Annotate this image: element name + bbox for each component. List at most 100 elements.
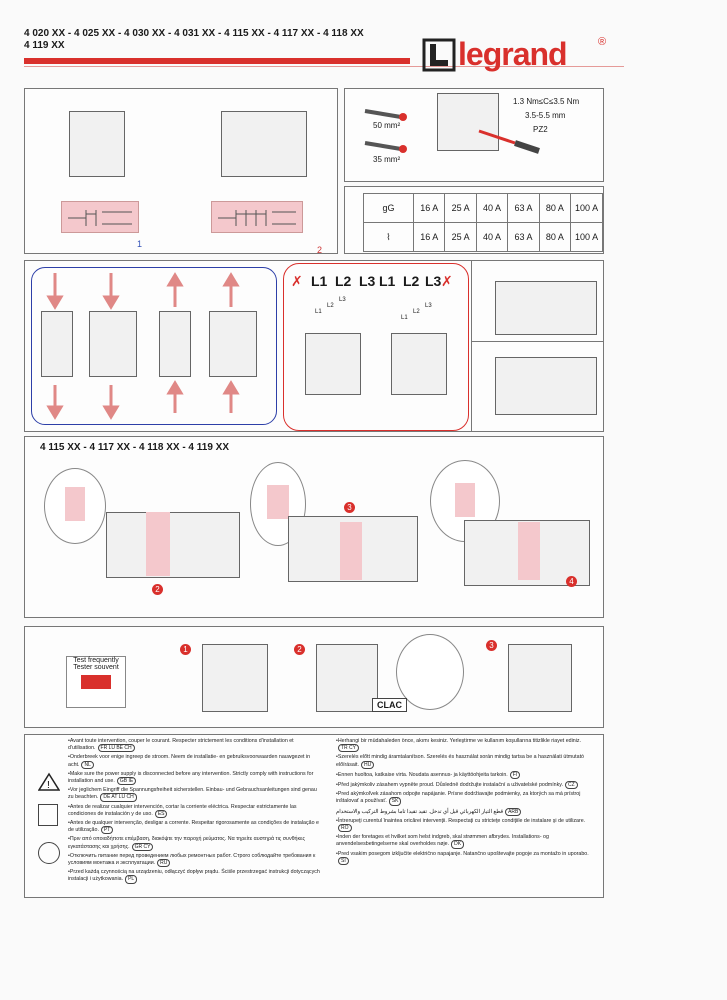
red-header-bar <box>24 58 410 64</box>
warning-text: •Onderbreek voor enige ingreep de stroom… <box>68 754 311 769</box>
highlighted-device <box>146 512 170 576</box>
detail-bubble <box>396 634 464 710</box>
step-badge: 2 <box>294 644 305 655</box>
brand-name: legrand <box>458 36 568 72</box>
tester-line2: Tester souvent <box>73 664 119 671</box>
clac-callout: CLAC <box>372 698 407 712</box>
rating-cell: 80 A <box>538 222 572 252</box>
no-neutral-icon: ✗ <box>441 273 453 289</box>
screw-size: 3.5-5.5 mm <box>525 111 566 120</box>
fuse-label: gG <box>382 203 395 213</box>
wiring-panel: 50 mm² 35 mm² 1.3 Nm≤C≤3.5 Nm 3.5-5.5 mm… <box>344 88 604 182</box>
ratings-row-fuse: gG 16 A 25 A 40 A 63 A 80 A 100 A <box>362 193 603 223</box>
rating-cell: 25 A <box>444 222 477 252</box>
rating-cell: 100 A <box>570 193 603 223</box>
svg-text:!: ! <box>47 780 50 791</box>
warning-text: •Pred vsakim posegom izključite električ… <box>336 850 589 866</box>
feed-direction-panel: ✗ L1 L2 L3 L1 L2 L3 ✗ L1 L2 L3 L1 L2 L3 <box>24 260 604 432</box>
rating-cell: 40 A <box>475 222 509 252</box>
test-label: Test frequently Tester souvent <box>66 656 126 708</box>
busbar-assembly-bottom <box>495 357 597 415</box>
ratings-row-breaker: ⌇ 16 A 25 A 40 A 63 A 80 A 100 A <box>362 222 603 252</box>
warning-text: •Ennen huoltoa, katkaise virta. Noudata … <box>336 770 596 780</box>
warning-text: •Make sure the power supply is disconnec… <box>68 770 314 786</box>
rcd-4pole-bottom-feed <box>209 311 257 377</box>
warning-text: •Pred akýmkoľvek zásahom odpojte napájan… <box>336 791 581 806</box>
warning-text: •Avant toute intervention, couper le cou… <box>68 738 294 753</box>
warning-text: •Întrerupeţi curentul înaintea oricărei … <box>336 817 586 833</box>
rcd-2pole-top-feed <box>41 311 73 377</box>
ratings-table: gG 16 A 25 A 40 A 63 A 80 A 100 A ⌇ 16 A… <box>362 193 603 252</box>
rating-cell: 16 A <box>413 193 446 223</box>
small-phase-label: L2 <box>327 303 334 309</box>
test-circuit-icon <box>218 210 296 226</box>
latch-detail <box>267 485 289 519</box>
test-device-3 <box>508 644 572 712</box>
phase-label-l3: L3 <box>359 273 376 289</box>
phase-label-l2: L2 <box>403 273 420 289</box>
figure-number-1: 1 <box>137 239 143 249</box>
warning-text: •Отключить питание перед проведением люб… <box>68 852 316 868</box>
manual-icon <box>38 804 58 826</box>
product-codes-line2: 4 119 XX <box>24 40 65 51</box>
screw-type: PZ2 <box>533 125 548 134</box>
warning-icon: ! <box>38 772 60 791</box>
wire-section-50: 50 mm² <box>373 121 401 130</box>
phase-label-l1: L1 <box>311 273 328 289</box>
test-diagram-2pole <box>61 201 139 233</box>
rating-cell: 63 A <box>507 193 540 223</box>
rating-cell: 80 A <box>538 193 572 223</box>
divider <box>471 341 603 342</box>
figure-devices-panel: 1 2 <box>24 88 338 255</box>
wire-section-35: 35 mm² <box>373 155 401 164</box>
no-neutral-icon: ✗ <box>291 273 303 289</box>
warning-text: •Před jakýmkoliv zásahem vypněte proud. … <box>336 781 596 790</box>
legrand-logo-icon <box>422 38 456 72</box>
warning-text: •Antes de realizar cualquier intervenció… <box>68 803 297 819</box>
fuse-icon: gG <box>362 193 415 223</box>
wire-icon <box>364 109 407 153</box>
brand-registered: ® <box>598 36 607 48</box>
warnings-right-column: •Herhangi bir müdahaleden önce, akımı ke… <box>336 738 596 867</box>
warning-text: •Szerelés előtt mindig áramtalanítson. S… <box>336 754 584 769</box>
rating-cell: 63 A <box>507 222 540 252</box>
legrand-logo: legrand ® <box>420 34 620 74</box>
rating-cell: 100 A <box>570 222 603 252</box>
figure-number-2: 2 <box>317 245 323 255</box>
tester-line1: Test frequently <box>73 657 119 664</box>
book-icon <box>38 842 60 864</box>
test-circuit-icon <box>68 210 132 226</box>
breaker-icon: ⌇ <box>362 222 415 252</box>
warnings-panel <box>24 734 604 898</box>
warning-text: •Antes de qualquer intervenção, desligar… <box>68 820 319 835</box>
highlighted-device <box>340 522 362 580</box>
warning-text: قطع التيار الكهربائي قبل أي تدخل. تقيد ت… <box>336 807 596 816</box>
step-badge: 4 <box>566 576 577 587</box>
rcd-2pole-bottom-feed <box>159 311 191 377</box>
step-badge: 3 <box>344 502 355 513</box>
header-divider <box>24 66 624 67</box>
latch-detail <box>455 483 475 517</box>
red-highlight <box>283 263 469 431</box>
torque-spec: 1.3 Nm≤C≤3.5 Nm <box>513 97 580 106</box>
step-badge: 1 <box>180 644 191 655</box>
phase-label-l1: L1 <box>379 273 396 289</box>
divider <box>471 261 472 431</box>
rcd-4pole-device <box>221 111 307 177</box>
detail-bubble <box>44 468 106 544</box>
warning-text: •Πριν από οποιαδήποτε επέμβαση, διακόψτε… <box>68 836 306 851</box>
test-device-1 <box>202 644 268 712</box>
small-phase-label: L2 <box>413 309 420 315</box>
product-codes: 4 020 XX - 4 025 XX - 4 030 XX - 4 031 X… <box>24 28 404 52</box>
phase-label-l3: L3 <box>425 273 442 289</box>
section-title: 4 115 XX - 4 117 XX - 4 118 XX - 4 119 X… <box>40 442 230 453</box>
rcd-3pole-right <box>391 333 447 395</box>
product-codes-line1: 4 020 XX - 4 025 XX - 4 030 XX - 4 031 X… <box>24 28 364 39</box>
warning-text: •Herhangi bir müdahaleden önce, akımı ke… <box>336 738 582 753</box>
test-device-2 <box>316 644 378 712</box>
test-button-icon <box>81 675 111 689</box>
warning-text: •Inden der foretages et hvilket som hels… <box>336 834 549 849</box>
warning-text: •Przed każdą czynnością na urządzeniu, o… <box>68 869 320 884</box>
rating-cell: 16 A <box>413 222 446 252</box>
feed-arrows-icon <box>46 272 240 420</box>
